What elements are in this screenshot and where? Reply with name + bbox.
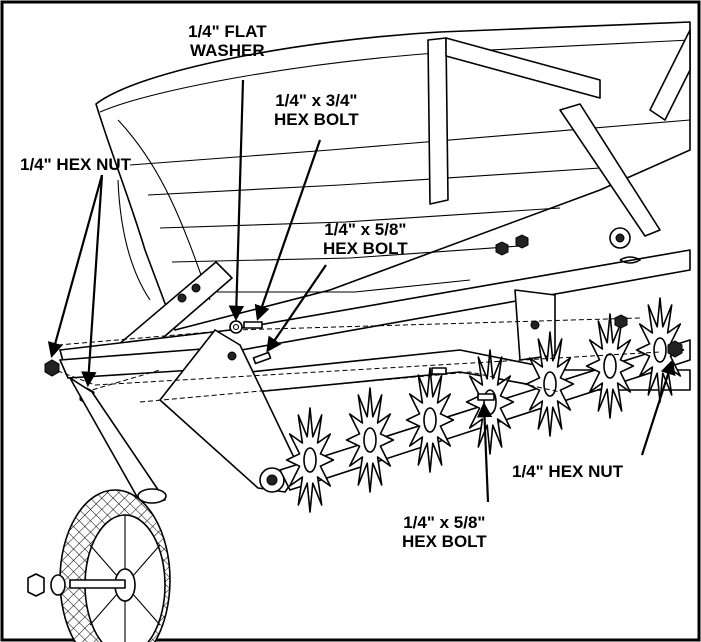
tine-hub <box>653 337 667 363</box>
label-flat-washer: 1/4" FLAT WASHER <box>188 22 267 60</box>
arrow-hex-bolt-58-bottom <box>476 401 493 503</box>
tine-hub <box>543 371 557 397</box>
hex-bolt-small <box>431 367 447 375</box>
handle-tube <box>69 377 167 504</box>
label-hex-bolt-34-line2: HEX BOLT <box>274 110 359 129</box>
arrow-hex-nut-right <box>640 359 676 456</box>
hex-bolt-34 <box>243 321 263 329</box>
arrow-hex-bolt-34 <box>254 139 322 321</box>
right-bracket <box>514 227 631 361</box>
label-hex-bolt-34-line1: 1/4" x 3/4" <box>275 91 358 110</box>
label-hex-bolt-58-top-line2: HEX BOLT <box>323 239 408 258</box>
arrow-hex-nut-left-2 <box>81 174 104 388</box>
arrow-hex-nut-left-1 <box>47 174 104 358</box>
label-flat-washer-line2: WASHER <box>189 41 265 60</box>
tine-hub <box>603 353 617 379</box>
label-hex-nut-left-line1: 1/4" HEX NUT <box>20 155 132 174</box>
tine-hub <box>423 407 437 433</box>
label-hex-bolt-58-top-line1: 1/4" x 5/8" <box>324 220 407 239</box>
label-hex-nut-right-line1: 1/4" HEX NUT <box>512 462 624 481</box>
wheel <box>27 489 171 642</box>
label-hex-bolt-34: 1/4" x 3/4" HEX BOLT <box>274 91 359 129</box>
tine-hub <box>303 447 317 473</box>
spreader-hopper <box>95 21 691 331</box>
upper-frame <box>427 29 691 237</box>
label-hex-nut-left: 1/4" HEX NUT <box>20 155 131 174</box>
hex-nut-left-upper <box>44 359 60 377</box>
aerator-tines <box>285 297 685 513</box>
label-hex-bolt-58-bottom-line1: 1/4" x 5/8" <box>403 513 486 532</box>
label-flat-washer-line1: 1/4" FLAT <box>188 22 267 41</box>
arrow-flat-washer <box>228 79 245 322</box>
arrow-hex-bolt-58-top <box>266 264 327 353</box>
hex-bolt-58-upper <box>252 351 272 365</box>
hex-bolt-58-lower <box>477 393 495 401</box>
flat-washer <box>229 320 243 334</box>
tine-hub <box>363 427 377 453</box>
label-hex-nut-right: 1/4" HEX NUT <box>512 462 623 481</box>
label-hex-bolt-58-top: 1/4" x 5/8" HEX BOLT <box>323 220 408 258</box>
hex-nut-right <box>667 340 683 358</box>
label-hex-bolt-58-bottom-line2: HEX BOLT <box>402 532 487 551</box>
leader-arrows <box>47 79 676 503</box>
label-hex-bolt-58-bottom: 1/4" x 5/8" HEX BOLT <box>402 513 487 551</box>
